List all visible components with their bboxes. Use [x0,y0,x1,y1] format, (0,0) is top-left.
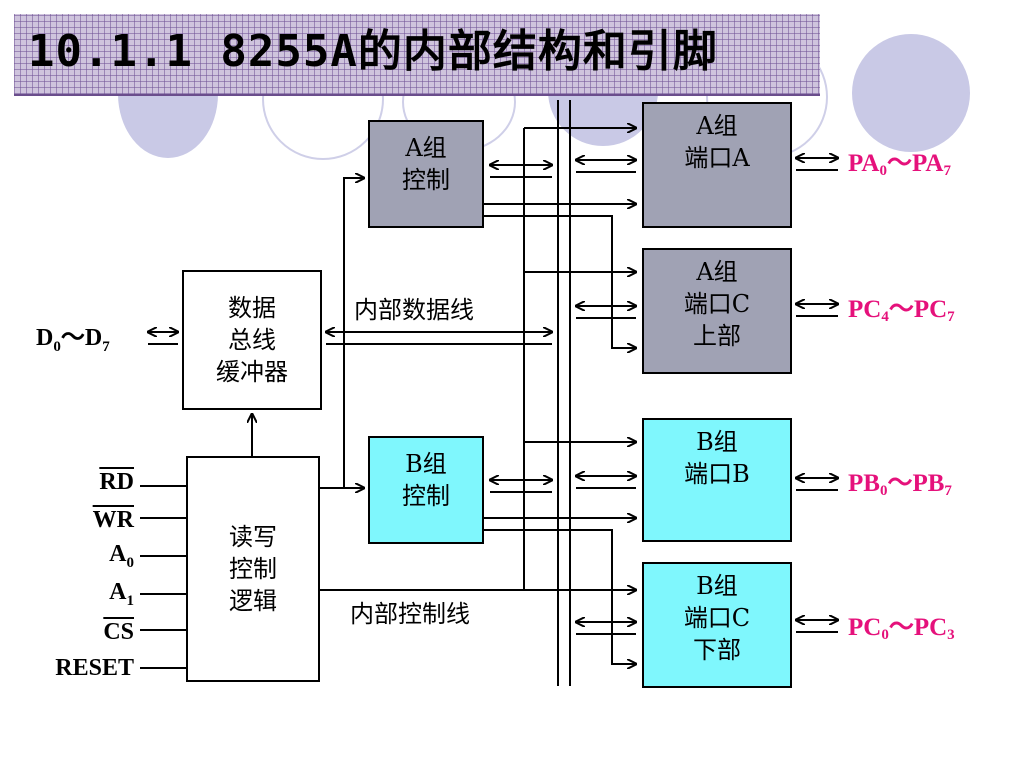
block-label: A组 [696,258,738,286]
pin-prefix: PA [848,150,880,177]
block-label: B组 [696,572,738,600]
pin-sub: 0 [53,338,61,355]
title-bar [14,14,820,96]
pin-prefix: PA [912,150,944,177]
data-pins-label: D0～D7 [36,324,110,361]
group-a-to-port-c-upper-arrow [484,215,636,348]
pin-separator: ～ [60,325,85,351]
pin-separator: ～ [886,150,912,177]
pin-sub: 7 [102,338,110,355]
block-label: 端口B [684,460,750,488]
port-a: A组 端口A [642,102,792,228]
control-pin-wr: WR [93,506,134,534]
port-b-pins-arrow [796,478,838,491]
pin-sub: 0 [879,483,888,499]
pin-sub: 7 [947,309,955,325]
control-pin-rd: RD [99,468,134,496]
pin-prefix: PC [848,614,882,641]
pin-sub: 4 [881,309,889,325]
block-label: 控制 [402,166,450,194]
pin-name: RD [99,469,134,495]
internal-data-line [326,332,552,345]
block-label: 缓冲器 [216,358,288,386]
block-label: 控制 [229,555,277,583]
block-label: B组 [405,450,447,478]
pin-name: CS [103,619,134,645]
block-label: 控制 [402,482,450,510]
port-c-lower-pins-arrow [796,620,838,633]
group-b-bus-arrow [490,480,552,493]
internal-data-line-label: 内部数据线 [354,296,474,324]
block-label: 下部 [693,636,741,664]
pin-prefix: PC [913,614,948,641]
read-write-control-logic: 读写 控制 逻辑 [186,456,320,682]
data-bus-buffer: 数据 总线 缓冲器 [182,270,322,410]
block-label: 读写 [229,523,277,551]
port-a-pins-arrow [796,158,838,171]
block-label: 上部 [693,322,741,350]
block-label: 端口C [683,290,751,318]
pin-prefix: D [36,325,54,351]
pin-sub: 1 [126,592,135,609]
group-b-control: B组 控制 [368,436,484,544]
pin-prefix: D [84,325,103,351]
pin-prefix: PB [912,470,945,497]
block-label: 总线 [228,326,276,354]
block-label: B组 [696,428,738,456]
block-label: 端口A [684,144,750,172]
pin-separator: ～ [888,614,914,641]
block-label: 端口C [683,604,751,632]
data-pins-arrow [148,332,178,345]
control-pin-reset: RESET [55,654,134,682]
pin-name: RESET [55,655,134,681]
port-c-upper-pins-arrow [796,304,838,317]
block-label: 数据 [228,294,276,322]
group-a-bus-arrow [490,165,552,178]
bus-port-c-lower-arrow [576,622,636,635]
internal-control-line-label: 内部控制线 [350,600,470,628]
port-b-pins-label: PB0～PB7 [848,470,952,505]
pin-sub: 0 [126,554,135,571]
pin-sub: 0 [879,163,887,179]
control-pin-cs: CS [103,618,134,646]
port-c-lower: B组 端口C 下部 [642,562,792,688]
pin-prefix: PC [913,296,948,323]
pin-name: WR [92,507,134,533]
control-pin-a0: A0 [109,540,134,577]
port-c-lower-pins-label: PC0～PC3 [848,614,955,649]
pin-sub: 3 [947,627,955,643]
bus-port-b-arrow [576,476,636,489]
pin-separator: ～ [887,470,913,497]
control-to-group-a-arrow [320,178,364,489]
pin-name: A [109,579,127,605]
slide-title: 10.1.1 8255A的内部结构和引脚 [28,26,718,77]
pin-separator: ～ [888,296,914,323]
bus-port-a-arrow [576,160,636,173]
block-label: A组 [696,112,738,140]
port-a-pins-label: PA0～PA7 [848,150,951,185]
bus-port-c-upper-arrow [576,306,636,319]
block-label: 逻辑 [229,587,277,615]
pin-sub: 0 [881,627,889,643]
group-a-control: A组 控制 [368,120,484,228]
port-c-upper-pins-label: PC4～PC7 [848,296,955,331]
control-pin-a1: A1 [109,578,134,615]
pin-sub: 7 [944,483,952,499]
decor-circle [852,34,970,152]
group-b-to-port-c-lower-arrow [484,529,636,664]
pin-name: A [109,541,127,567]
pin-sub: 7 [943,163,951,179]
pin-prefix: PB [848,470,880,497]
port-b: B组 端口B [642,418,792,542]
block-label: A组 [405,134,447,162]
port-c-upper: A组 端口C 上部 [642,248,792,374]
pin-prefix: PC [848,296,882,323]
